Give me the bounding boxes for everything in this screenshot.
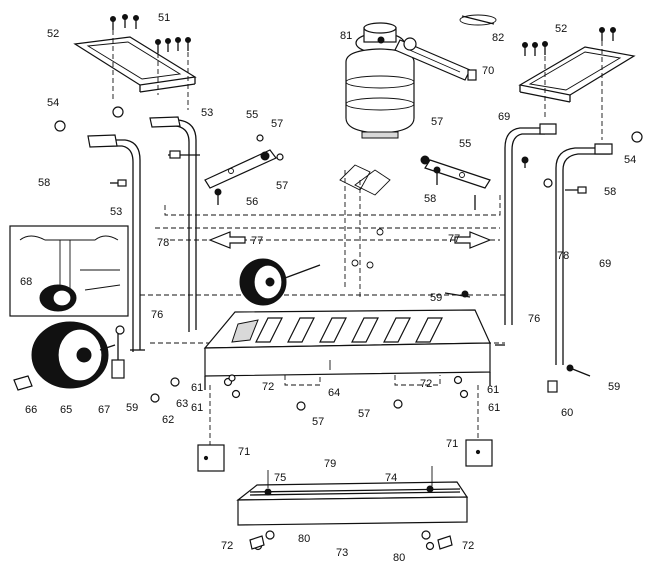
part-label: 57: [276, 180, 288, 192]
part-label: 63: [176, 398, 188, 410]
right-frame: [504, 123, 613, 365]
part-label: 61: [487, 384, 499, 396]
right-top-bracket: [518, 46, 636, 103]
part-label: 71: [238, 446, 250, 458]
part-label: 68: [20, 276, 32, 288]
body-fasteners: [223, 290, 591, 411]
part-label: 69: [599, 258, 611, 270]
part-label: 76: [151, 309, 163, 321]
part-label: 76: [528, 313, 540, 325]
part-label: 58: [424, 193, 436, 205]
part-label: 71: [446, 438, 458, 450]
part-label: 59: [430, 292, 442, 304]
part-label: 59: [126, 402, 138, 414]
part-label: 57: [312, 416, 324, 428]
part-label: 60: [561, 407, 573, 419]
part-label: 61: [191, 382, 203, 394]
inset-detail-68: [9, 225, 129, 317]
part-label: 73: [336, 547, 348, 559]
part-label: 82: [492, 32, 504, 44]
part-label: 61: [191, 402, 203, 414]
part-label: 57: [431, 116, 443, 128]
arrows-77: [208, 231, 492, 249]
part-label: 62: [162, 414, 174, 426]
part-label: 57: [358, 408, 370, 420]
screws-51: [110, 14, 191, 110]
bolts: [54, 106, 643, 210]
part-labels: 51 52 81 82 52 70 54 53 55 57 57 69 55 54 58 57 58 58 56 53…: [20, 12, 636, 564]
bottom-shelf: [236, 466, 469, 551]
part-label: 65: [60, 404, 72, 416]
part-label: 59: [608, 381, 620, 393]
wheel-small: [239, 258, 321, 306]
gas-hose: [394, 37, 477, 81]
part-label: 53: [201, 107, 213, 119]
part-label: 58: [604, 186, 616, 198]
left-top-bracket: [73, 36, 197, 93]
grill-body: [203, 309, 491, 390]
part-label: 77: [448, 233, 460, 245]
part-label: 78: [557, 250, 569, 262]
screws-52-right: [522, 27, 616, 140]
part-label: 70: [482, 65, 494, 77]
part-label: 53: [110, 206, 122, 218]
part-label: 66: [25, 404, 37, 416]
part-label: 77: [251, 235, 263, 247]
leg-brackets: [197, 385, 493, 472]
part-label: 51: [158, 12, 170, 24]
part-label: 64: [328, 387, 340, 399]
part-label: 54: [624, 154, 636, 166]
axle-parts: [13, 325, 180, 403]
part-label: 80: [298, 533, 310, 545]
part-label: 52: [47, 28, 59, 40]
part-label: 58: [38, 177, 50, 189]
part-label: 72: [462, 540, 474, 552]
part-label: 69: [498, 111, 510, 123]
part-label: 80: [393, 552, 405, 564]
part-label: 67: [98, 404, 110, 416]
propane-tank: [345, 22, 415, 139]
burner-assembly: [339, 164, 391, 269]
part-label: 72: [221, 540, 233, 552]
part-label: 57: [271, 118, 283, 130]
part-label: 54: [47, 97, 59, 109]
part-label: 72: [262, 381, 274, 393]
part-label: 55: [459, 138, 471, 150]
part-label: 78: [157, 237, 169, 249]
wheel-large: [31, 321, 116, 389]
left-frame: [87, 116, 197, 352]
hinge-plate-left: [168, 149, 277, 189]
part-label: 81: [340, 30, 352, 42]
clip-82: [459, 14, 497, 26]
part-label: 72: [420, 378, 432, 390]
part-label: 56: [246, 196, 258, 208]
part-label: 79: [324, 458, 336, 470]
part-label: 52: [555, 23, 567, 35]
part-label: 75: [274, 472, 286, 484]
part-label: 61: [488, 402, 500, 414]
hinge-plate-right: [420, 155, 491, 189]
part-label: 55: [246, 109, 258, 121]
part-label: 74: [385, 472, 397, 484]
